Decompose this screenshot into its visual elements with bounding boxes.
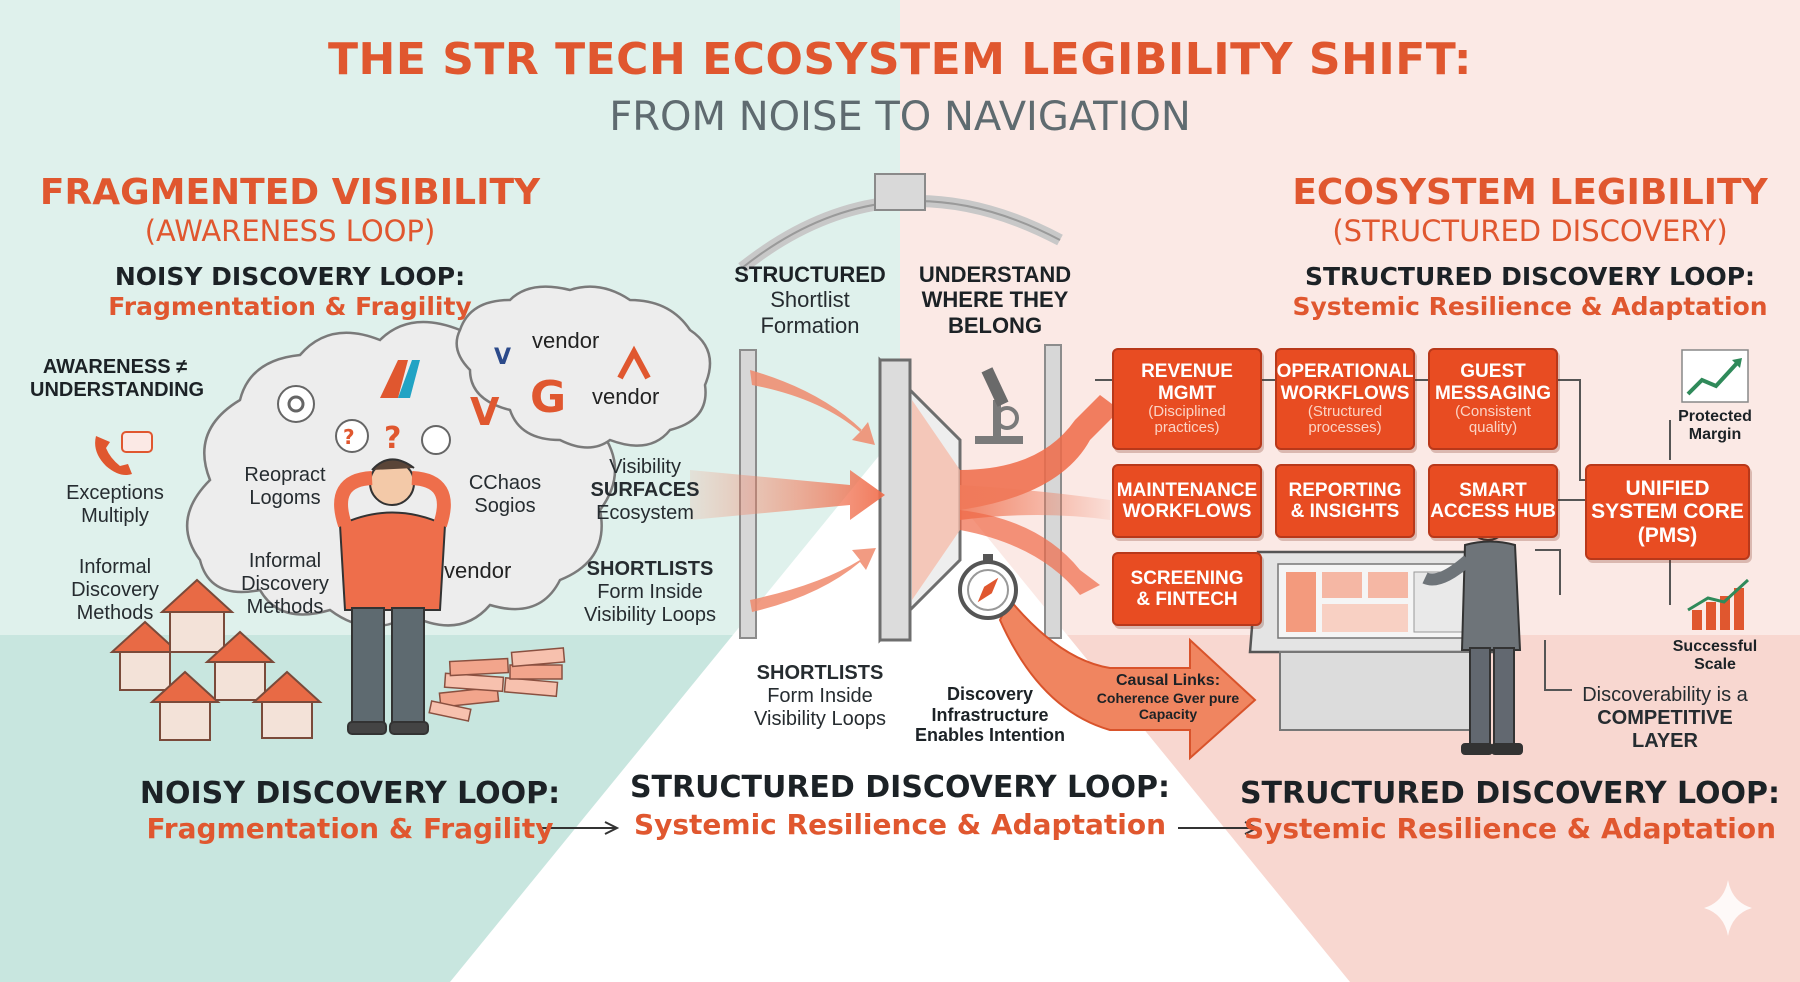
causal-arrow [998,598,1257,761]
svg-text:V: V [494,345,511,370]
incoming-beam-top [750,370,875,445]
vendor-label: vendor [592,384,660,409]
prism-glow [912,400,960,600]
cloud-text-b: CChaos Sogios [468,472,542,517]
successful-scale-label: Successful Scale [1672,638,1758,674]
revenue-mgmt-box: REVENUE MGMT (Disciplined practices) [1112,348,1262,450]
cloud-logos: V G V ? ? [277,345,651,456]
center-triangle [450,430,1350,982]
structured-shortlist-label: STRUCTURED Shortlist Formation [734,262,886,338]
compass-icon [958,554,1018,620]
footer-mid-subtitle: Systemic Resilience & Adaptation [633,808,1167,841]
shortlists-label-b: SHORTLISTS Form Inside Visibility Loops [754,662,886,730]
cloud-text-a: Reopract Logoms [244,464,326,509]
page-title: THE STR TECH ECOSYSTEM LEGIBILITY SHIFT: [327,34,1473,85]
footer-left-title: NOISY DISCOVERY LOOP: [139,776,561,811]
incoming-beam-bottom [750,548,876,612]
guest-messaging-box: GUEST MESSAGING (Consistent quality) [1428,348,1558,450]
understand-belong-label: UNDERSTAND WHERE THEY BELONG [918,262,1072,338]
screening-fintech-box: SCREENING & FINTECH [1112,552,1262,626]
right-heading: ECOSYSTEM LEGIBILITY [1292,172,1768,213]
right-pillar [1044,344,1062,639]
vendor-label: vendor [444,558,512,583]
vendor-label: vendor [532,328,600,353]
maintenance-workflows-box: MAINTENANCE WORKFLOWS [1112,464,1262,538]
protected-margin-chart-icon [1681,349,1749,403]
discoverability-label: Discoverability is a COMPETITIVE LAYER [1582,684,1748,752]
smart-access-hub-box: SMART ACCESS HUB [1428,464,1558,538]
footer-right-title: STRUCTURED DISCOVERY LOOP: [1239,776,1781,811]
paper-stacks [428,647,566,722]
causal-links-label: Causal Links: Coherence Gver pure Capaci… [1096,672,1240,723]
outgoing-beam [960,395,1120,510]
left-heading: FRAGMENTED VISIBILITY [39,172,541,213]
arch-keystone [874,173,926,211]
operational-workflows-box: OPERATIONAL WORKFLOWS (Structured proces… [1275,348,1415,450]
incoming-beam-main [690,470,885,520]
houses-cluster [109,578,323,741]
right-subheading: (STRUCTURED DISCOVERY) [1332,214,1728,248]
footer-right-subtitle: Systemic Resilience & Adaptation [1243,812,1777,845]
left-subheading: (AWARENESS LOOP) [144,214,436,248]
page-subtitle: FROM NOISE TO NAVIGATION [609,94,1191,140]
right-loop-title: STRUCTURED DISCOVERY LOOP: [1304,262,1756,291]
microscope-icon [975,367,1023,444]
discovery-infrastructure-label: Discovery Infrastructure Enables Intenti… [914,684,1065,746]
protected-margin-label: Protected Margin [1678,408,1752,444]
left-loop-title: NOISY DISCOVERY LOOP: [114,262,466,291]
informal-methods-outer-label: Informal Discovery Methods [71,556,159,624]
phone-icon [95,431,153,475]
successful-scale-chart-icon [1687,578,1750,630]
box-connectors [1095,379,1671,691]
stressed-person [334,458,451,735]
right-loop-subtitle: Systemic Resilience & Adaptation [1292,292,1768,321]
left-loop-subtitle: Fragmentation & Fragility [108,292,472,321]
awareness-label: AWARENESS ≠ UNDERSTANDING [30,356,205,401]
informal-methods-inner-label: Informal Discovery Methods [241,550,329,618]
shortlists-label-a: SHORTLISTS Form Inside Visibility Loops [584,558,716,626]
footer-left-subtitle: Fragmentation & Fragility [146,812,554,845]
unified-system-core-box: UNIFIED SYSTEM CORE (PMS) [1585,464,1750,560]
sparkle-icon [1704,880,1752,936]
svg-text:G: G [530,372,566,423]
footer-mid-title: STRUCTURED DISCOVERY LOOP: [629,770,1171,805]
svg-text:?: ? [343,425,355,449]
reporting-insights-box: REPORTING & INSIGHTS [1275,464,1415,538]
exceptions-label: Exceptions Multiply [66,482,164,527]
svg-text:V: V [470,390,500,434]
visibility-surfaces-label: Visibility SURFACES Ecosystem [590,456,700,524]
footer-arrows [538,821,1260,835]
svg-text:?: ? [384,421,401,456]
dashboard-console [1248,550,1502,731]
